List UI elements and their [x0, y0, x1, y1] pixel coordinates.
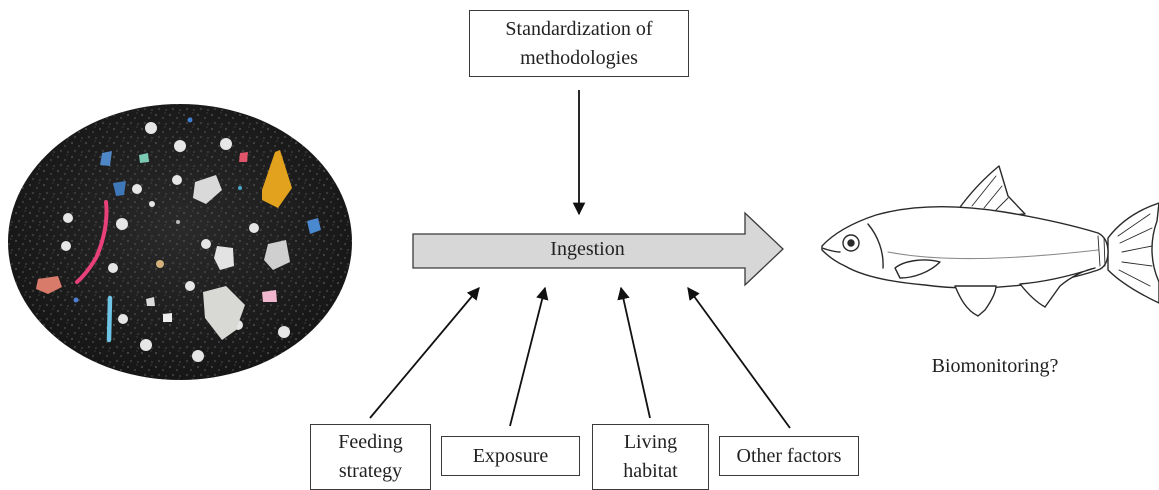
exposure-box: Exposure	[441, 436, 580, 476]
living-habitat-box: Living habitat	[592, 424, 709, 490]
exposure-arrow	[509, 286, 549, 427]
standardization-box: Standardization of methodologies	[469, 10, 689, 77]
ingestion-arrow	[412, 211, 784, 287]
standardization-line-1: Standardization of	[505, 17, 653, 40]
other-arrow	[687, 286, 791, 429]
living-line-1: Living	[623, 431, 678, 453]
living-arrow	[617, 286, 651, 419]
feeding-line-1: Feeding	[338, 431, 403, 453]
fish-icon	[821, 165, 1159, 317]
other-factors-label: Other factors	[736, 444, 842, 467]
other-factors-box: Other factors	[719, 436, 859, 476]
standardization-line-2: methodologies	[520, 46, 638, 69]
exposure-label: Exposure	[472, 444, 549, 467]
feeding-strategy-box: Feeding strategy	[310, 424, 431, 490]
microplastics-sample-icon	[8, 104, 352, 380]
living-line-2: habitat	[623, 460, 678, 482]
feeding-line-2: strategy	[338, 460, 403, 482]
biomonitoring-caption: Biomonitoring?	[931, 355, 1059, 377]
feeding-arrow	[369, 287, 480, 419]
ingestion-label: Ingestion	[550, 238, 625, 260]
